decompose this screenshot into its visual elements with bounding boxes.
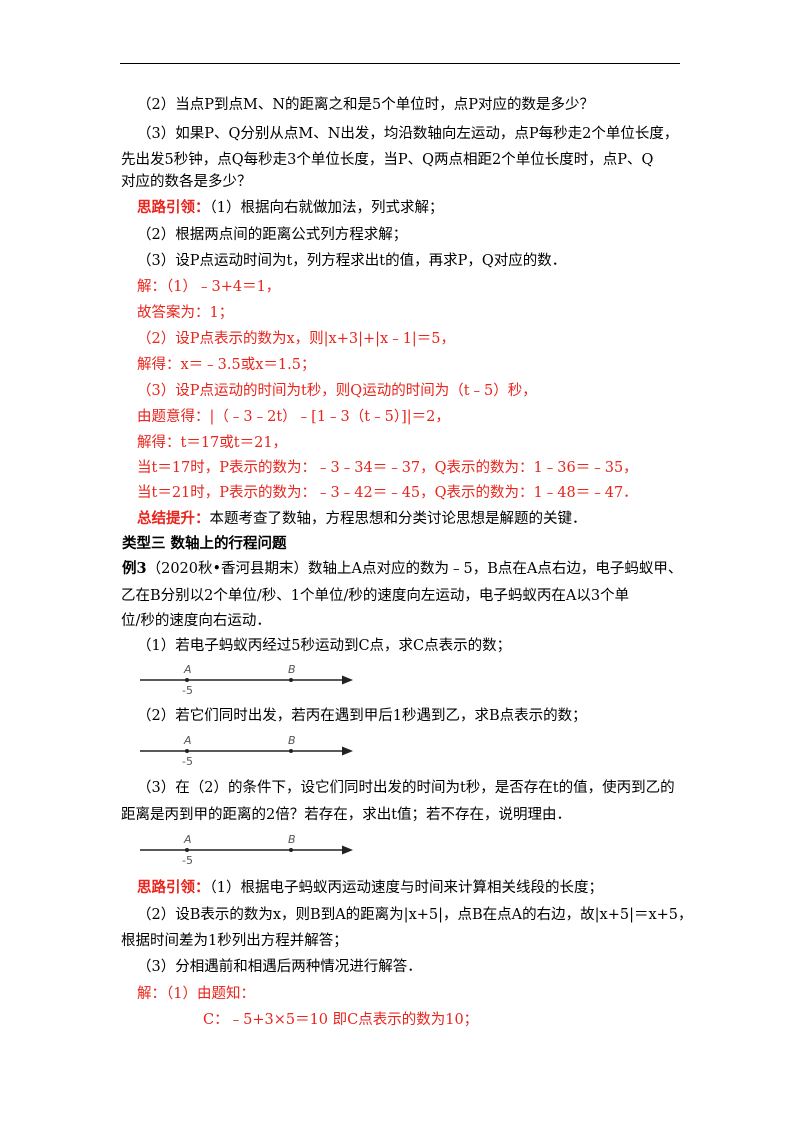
- number-line-2: A B -5: [140, 731, 360, 771]
- hint-paragraph: 思路引领：（1）根据向右就做加法，列式求解；: [137, 198, 443, 218]
- hint2-label: 思路引领：: [137, 879, 210, 896]
- solution-ex3-1b: C：﹣5+3×5＝10 即C点表示的数为10；: [203, 1012, 479, 1028]
- point-a-label: A: [183, 663, 192, 676]
- section-heading: 类型三 数轴上的行程问题: [122, 535, 287, 552]
- solution-2-result: 解得：x＝﹣3.5或x＝1.5；: [137, 357, 316, 373]
- number-line-3: A B -5: [140, 830, 360, 870]
- example-3-line2: 乙在B分别以2个单位/秒、1个单位/秒的速度向左运动，电子蚂蚁丙在A以3个单: [121, 588, 630, 604]
- point-a-value: -5: [182, 755, 193, 768]
- number-line-1: A B -5: [140, 660, 360, 700]
- solution-1-answer: 故答案为：1；: [137, 305, 234, 321]
- point-a-label: A: [183, 734, 192, 747]
- solution-2: （2）设P点表示的数为x，则|x+3|+|x﹣1|＝5，: [137, 331, 456, 347]
- point-b-label: B: [288, 833, 296, 846]
- solution-3: （3）设P点运动的时间为t秒，则Q运动的时间为（t﹣5）秒，: [137, 383, 537, 399]
- example-3-line1: 例3（2020秋•香河县期末）数轴上A点对应的数为﹣5，B点在A点右边，电子蚂蚁…: [122, 559, 682, 579]
- header-rule: [120, 63, 680, 64]
- hint2-2b: 根据时间差为1秒列出方程并解答；: [121, 933, 348, 949]
- example-label: 例3: [122, 560, 147, 577]
- solution-1: 解：（1）﹣3+4＝1，: [137, 279, 281, 295]
- hint2-3: （3）分相遇前和相遇后两种情况进行解答．: [137, 959, 422, 975]
- point-b-label: B: [288, 663, 296, 676]
- question-3-line1: （3）如果P、Q分别从点M、N出发，均沿数轴向左运动，点P每秒走2个单位长度，: [137, 126, 679, 142]
- hint2-2: （2）设B表示的数为x，则B到A的距离为|x+5|，点B在点A的右边，故|x+5…: [137, 907, 693, 923]
- question-2: （2）当点P到点M、N的距离之和是5个单位时，点P对应的数是多少？: [137, 97, 594, 113]
- example-q1: （1）若电子蚂蚁丙经过5秒运动到C点，求C点表示的数；: [137, 638, 512, 654]
- hint-1: （1）根据向右就做加法，列式求解；: [209, 200, 444, 216]
- summary-label: 总结提升：: [137, 510, 210, 527]
- solution-3-case-17: 当t＝17时，P表示的数为：﹣3﹣34＝﹣37，Q表示的数为：1﹣36＝﹣35，: [137, 460, 638, 476]
- summary-paragraph: 总结提升：本题考查了数轴，方程思想和分类讨论思想是解题的关键．: [137, 509, 587, 529]
- point-b-label: B: [288, 734, 296, 747]
- example-q3-line2: 距离是丙到甲的距离的2倍？若存在，求出t值；若不存在，说明理由．: [121, 807, 572, 823]
- solution-3-equation: 由题意得：|（﹣3﹣2t）﹣[1﹣3（t﹣5）]|＝2，: [137, 409, 450, 425]
- example-q2: （2）若它们同时出发，若丙在遇到甲后1秒遇到乙，求B点表示的数；: [137, 708, 587, 724]
- hint-label: 思路引领：: [137, 199, 210, 216]
- point-a-value: -5: [182, 684, 193, 697]
- solution-3-result: 解得：t＝17或t＝21，: [137, 435, 288, 451]
- hint-2: （2）根据两点间的距离公式列方程求解；: [137, 227, 408, 243]
- question-3-line2: 先出发5秒钟，点Q每秒走3个单位长度，当P、Q两点相距2个单位长度时，点P、Q: [121, 152, 654, 168]
- hint2-paragraph: 思路引领：（1）根据电子蚂蚁丙运动速度与时间来计算相关线段的长度；: [137, 878, 603, 898]
- question-3-line3: 对应的数各是多少？: [121, 174, 252, 190]
- example-3-text: （2020秋•香河县期末）数轴上A点对应的数为﹣5，B点在A点右边，电子蚂蚁甲、: [146, 561, 683, 577]
- point-a-value: -5: [182, 854, 193, 867]
- example-3-line3: 位/秒的速度向右运动．: [121, 613, 271, 629]
- hint-3: （3）设P点运动时间为t，列方程求出t的值，再求P，Q对应的数．: [137, 253, 567, 269]
- hint2-1: （1）根据电子蚂蚁丙运动速度与时间来计算相关线段的长度；: [209, 880, 603, 896]
- solution-ex3-1: 解：（1）由题知：: [137, 986, 255, 1002]
- point-a-label: A: [183, 833, 192, 846]
- example-q3-line1: （3）在（2）的条件下，设它们同时出发的时间为t秒，是否存在t的值，使丙到乙的: [137, 780, 675, 796]
- summary-text: 本题考查了数轴，方程思想和分类讨论思想是解题的关键．: [209, 511, 587, 527]
- solution-3-case-21: 当t＝21时，P表示的数为：﹣3﹣42＝﹣45，Q表示的数为：1﹣48＝﹣47．: [137, 485, 638, 501]
